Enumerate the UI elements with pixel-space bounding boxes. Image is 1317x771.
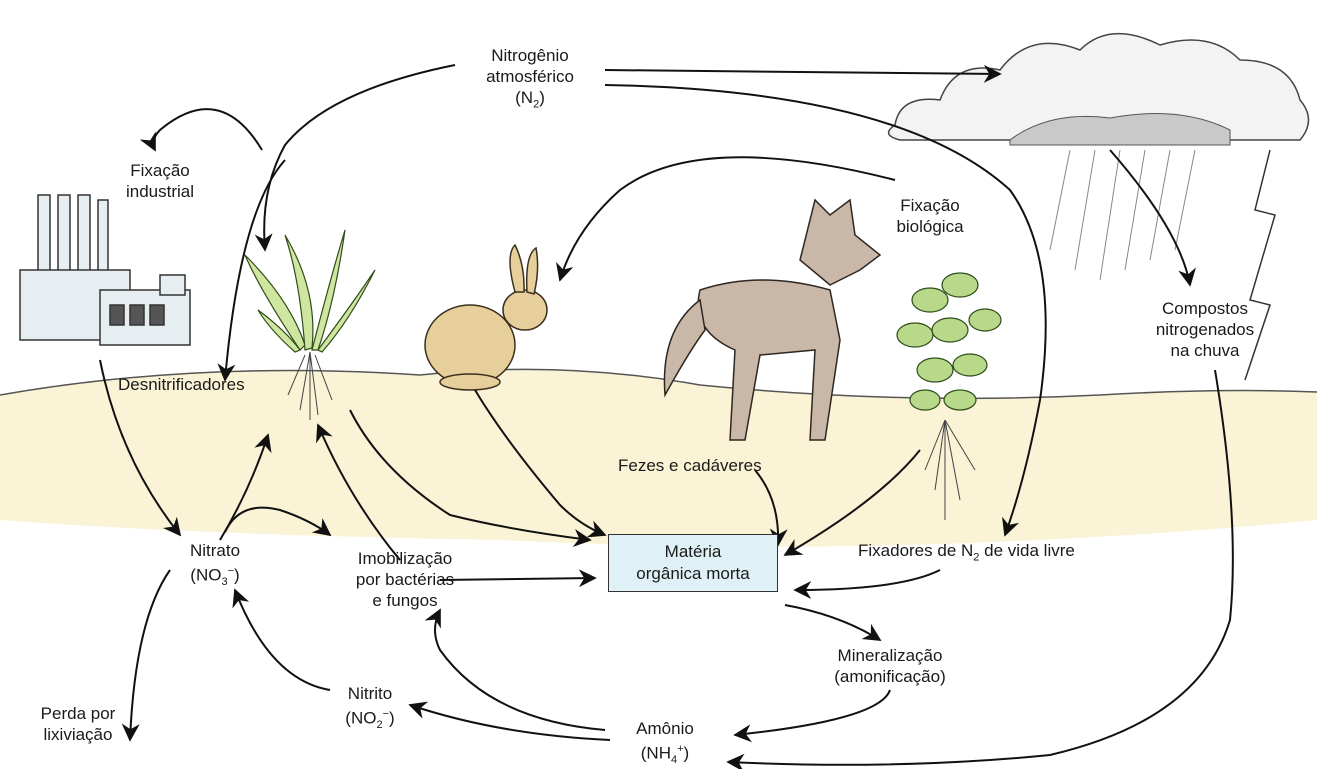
leaching-line2: lixiviação	[28, 724, 128, 745]
atmospheric-line1: Nitrogênio	[470, 45, 590, 66]
organic-line1: Matéria	[621, 541, 765, 563]
immob-line1: Imobilização	[335, 548, 475, 569]
biological-line2: biológica	[880, 216, 980, 237]
atmospheric-line3: (N2)	[470, 87, 590, 115]
atmospheric-line2: atmosférico	[470, 66, 590, 87]
biological-fixation-label: Fixação biológica	[880, 195, 980, 237]
organic-line2: orgânica morta	[621, 563, 765, 585]
factory-illustration	[20, 195, 190, 345]
industrial-line2: industrial	[110, 181, 210, 202]
immob-line3: e fungos	[335, 590, 475, 611]
biological-line1: Fixação	[880, 195, 980, 216]
free-living-fixers-label: Fixadores de N2 de vida livre	[858, 540, 1075, 568]
immob-line2: por bactérias	[335, 569, 475, 590]
nitrate-line1: Nitrato	[165, 540, 265, 561]
mineral-line2: (amonificação)	[820, 666, 960, 687]
industrial-line1: Fixação	[110, 160, 210, 181]
rain-line2: nitrogenados	[1140, 319, 1270, 340]
nitrate-line2: (NO3−)	[165, 561, 265, 593]
mineral-line1: Mineralização	[820, 645, 960, 666]
rain-compounds-label: Compostos nitrogenados na chuva	[1140, 298, 1270, 361]
dead-organic-matter-box: Matéria orgânica morta	[608, 534, 778, 592]
legume-plant-illustration	[897, 273, 1001, 410]
ammonium-label: Amônio (NH4+)	[615, 718, 715, 771]
nitrite-line1: Nitrito	[320, 683, 420, 704]
denitrifiers-label: Desnitrificadores	[118, 374, 245, 395]
nitrate-label: Nitrato (NO3−)	[165, 540, 265, 593]
leaching-loss-label: Perda por lixiviação	[28, 703, 128, 745]
ammonium-line1: Amônio	[615, 718, 715, 739]
rain-line1: Compostos	[1140, 298, 1270, 319]
atmospheric-nitrogen-label: Nitrogênio atmosférico (N2)	[470, 45, 590, 115]
ammonium-line2: (NH4+)	[615, 739, 715, 771]
leaching-line1: Perda por	[28, 703, 128, 724]
rain-line3: na chuva	[1140, 340, 1270, 361]
mineralization-label: Mineralização (amonificação)	[820, 645, 960, 687]
nitrite-label: Nitrito (NO2−)	[320, 683, 420, 736]
feces-label: Fezes e cadáveres	[618, 455, 762, 476]
nitrite-line2: (NO2−)	[320, 704, 420, 736]
rabbit-illustration	[425, 245, 547, 390]
industrial-fixation-label: Fixação industrial	[110, 160, 210, 202]
immobilization-label: Imobilização por bactérias e fungos	[335, 548, 475, 611]
